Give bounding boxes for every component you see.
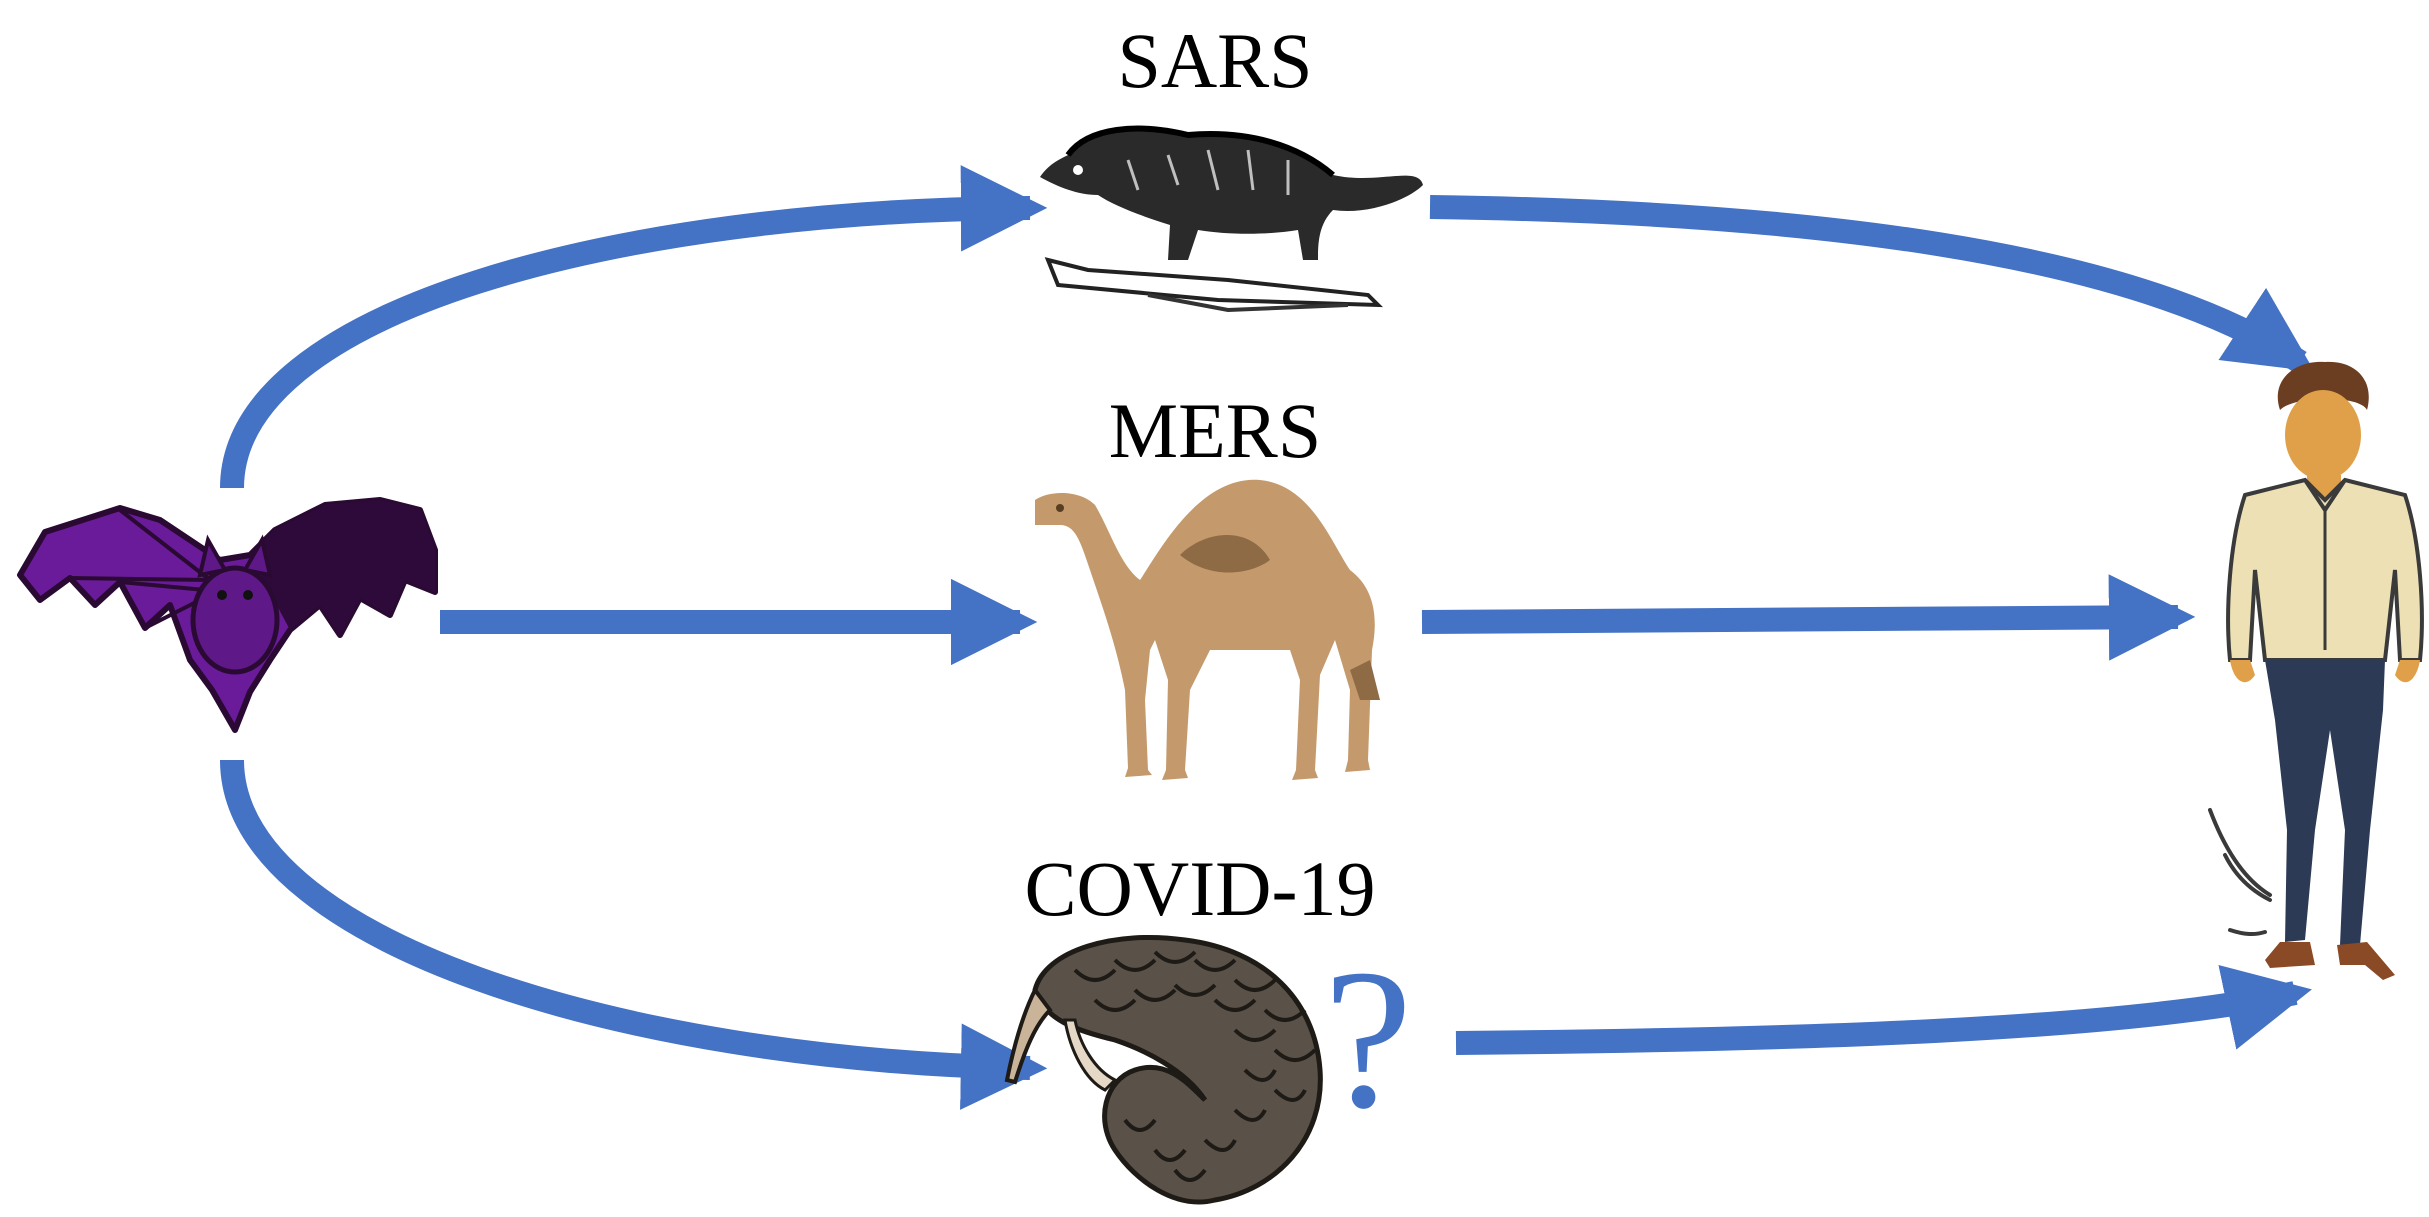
pangolin-icon (1004, 935, 1323, 1205)
civet-icon (1040, 125, 1423, 313)
arrow-bat-to-pangolin (220, 759, 1048, 1110)
arrow-pangolin-to-human (1455, 965, 2312, 1055)
arrows (220, 165, 2315, 1110)
human-icon (2208, 361, 2424, 980)
label-mers: MERS (1108, 387, 1322, 474)
arrow-camel-to-human (1421, 574, 2196, 661)
arrow-civet-to-human (1429, 195, 2315, 373)
arrow-bat-to-civet (220, 165, 1048, 489)
bat-icon (17, 497, 438, 733)
camel-icon (1035, 479, 1380, 780)
question-mark: ? (1323, 929, 1413, 1150)
label-covid-19: COVID-19 (1024, 845, 1376, 932)
label-sars: SARS (1117, 17, 1313, 104)
